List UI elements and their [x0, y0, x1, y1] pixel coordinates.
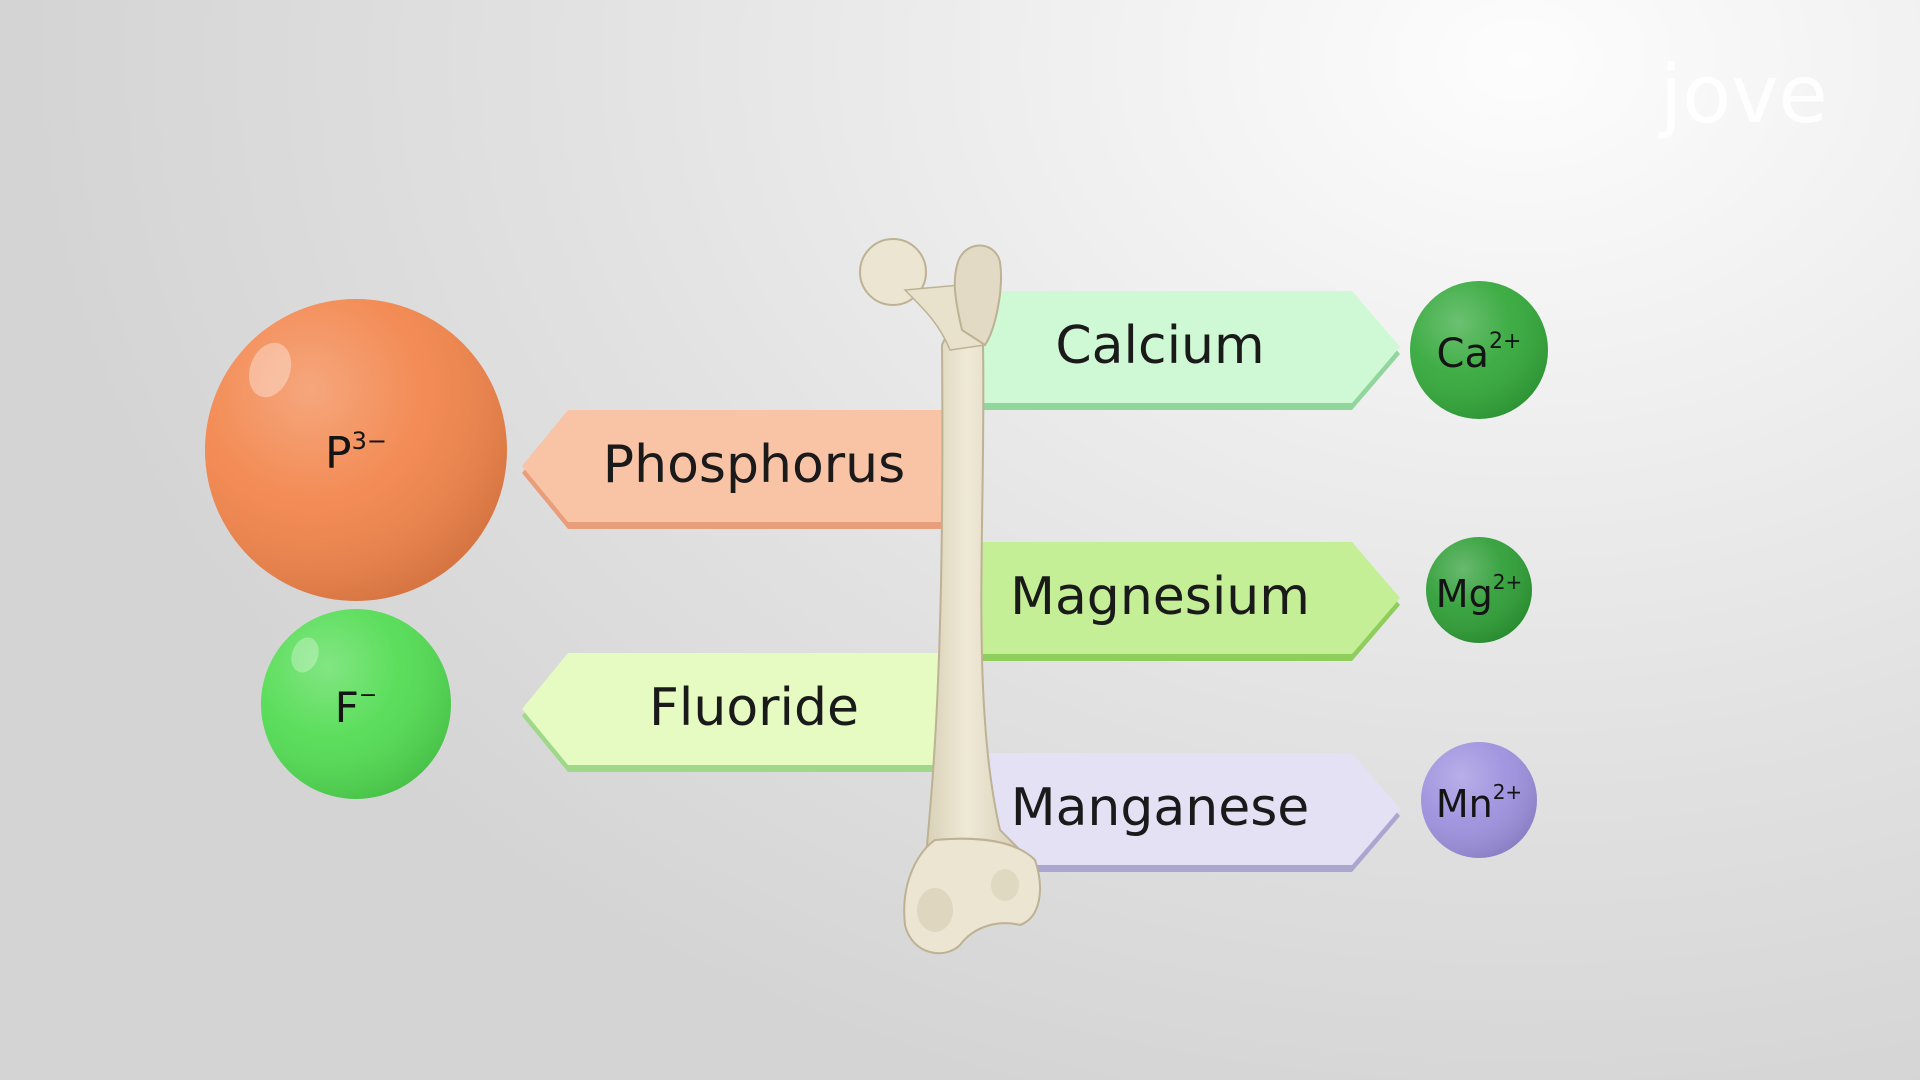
ion-label-calcium: Ca2+ [1437, 329, 1522, 377]
jove-logo: jove [1658, 48, 1828, 141]
arrow-magnesium: Magnesium [980, 542, 1400, 661]
ion-label-phosphorus: P3− [325, 427, 387, 479]
ion-sphere-manganese: Mn2+ [1421, 742, 1537, 858]
ion-label-manganese: Mn2+ [1436, 780, 1522, 826]
arrow-manganese: Manganese [980, 753, 1400, 872]
ion-sphere-magnesium: Mg2+ [1426, 537, 1532, 643]
ion-sphere-calcium: Ca2+ [1410, 281, 1548, 419]
arrow-label-fluoride: Fluoride [649, 678, 859, 738]
arrow-label-phosphorus: Phosphorus [603, 435, 905, 495]
arrow-label-magnesium: Magnesium [1010, 567, 1310, 627]
ion-sphere-phosphorus: P3− [205, 299, 507, 601]
ion-sphere-fluoride: F− [261, 609, 451, 799]
femur-bone-illustration [859, 238, 1041, 955]
arrow-calcium: Calcium [980, 291, 1400, 410]
arrow-label-calcium: Calcium [1055, 316, 1264, 376]
ion-label-fluoride: F− [335, 683, 378, 732]
arrow-label-manganese: Manganese [1011, 778, 1310, 838]
ion-label-magnesium: Mg2+ [1436, 570, 1522, 616]
arrow-phosphorus: Phosphorus [522, 410, 955, 529]
arrow-fluoride: Fluoride [522, 653, 955, 772]
